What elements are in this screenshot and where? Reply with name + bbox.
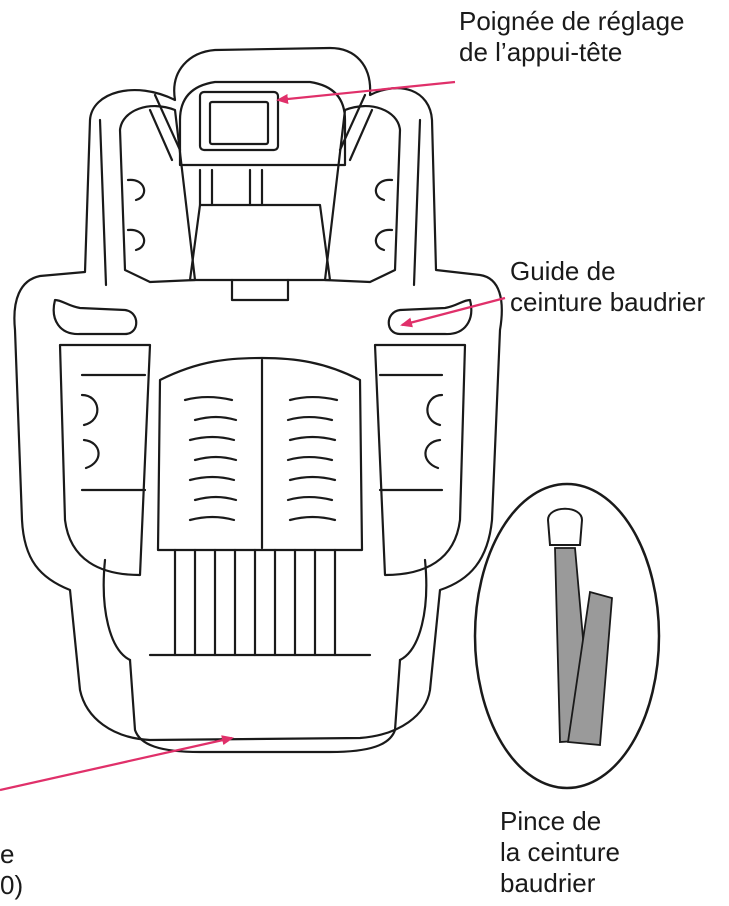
arrow-headrest [276,80,456,104]
arrow-belt-guide [400,296,506,328]
cut-off-label: e 0) [0,839,23,901]
left-belt-guide [52,298,138,336]
label-line: Guide de [510,256,616,286]
headrest [178,80,347,167]
seat-back-outline [13,46,503,742]
inset-ellipse [473,482,661,790]
belt-clip-inset [473,482,661,790]
label-line: ceinture baudrier [510,287,706,317]
seat-pad [156,356,364,552]
shoulder-belt-clip-label: Pince de la ceinture baudrier [500,806,620,899]
headrest-handle-label: Poignée de réglage de l’appui-tête [459,6,685,68]
label-line: Pince de [500,806,602,836]
label-line: e [0,839,15,869]
label-line: baudrier [500,868,596,898]
callout-arrows [0,80,506,792]
label-line: 0) [0,870,24,900]
headrest-adjust-handle [198,90,280,152]
right-belt-guide [387,298,473,336]
label-line: la ceinture [500,837,620,867]
seat-back-inner [118,105,197,284]
arrow-bottom [0,735,234,792]
car-seat-drawing [13,46,503,754]
shoulder-belt-guide-label: Guide de ceinture baudrier [510,256,705,318]
label-line: de l’appui-tête [459,37,623,67]
clip-buckle [546,507,584,546]
label-line: Poignée de réglage [459,6,685,36]
seat-base [128,658,402,754]
